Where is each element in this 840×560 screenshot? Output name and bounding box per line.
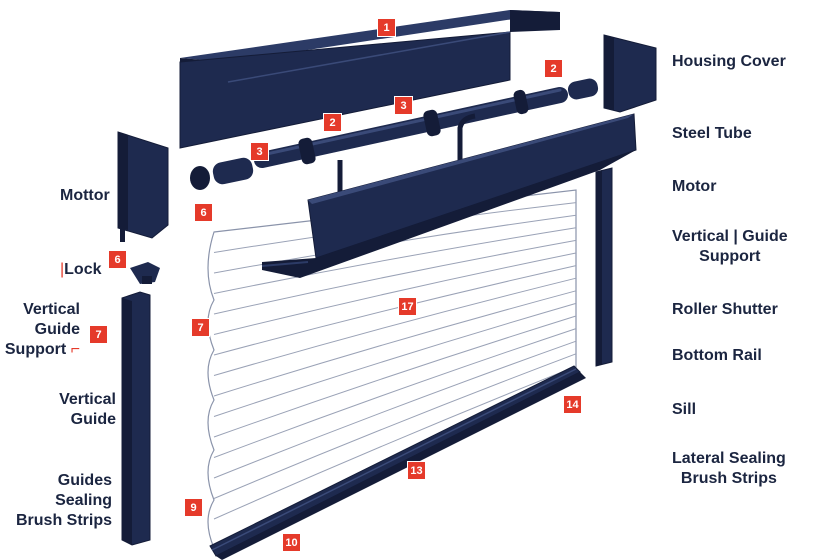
badge-7: 7 — [191, 318, 210, 337]
left-end-cap — [117, 131, 169, 242]
label-vertical-guide: Vertical Guide — [34, 390, 116, 430]
badge-10: 10 — [282, 533, 301, 552]
shutter-slat — [213, 239, 577, 315]
label-vgs-line1: Vertical — [23, 301, 80, 318]
label-motor: Motor — [672, 178, 717, 195]
label-steel-tube: Steel Tube — [672, 125, 752, 142]
housing-front-lid — [261, 113, 637, 278]
label-vg-line2: Guide — [70, 411, 116, 428]
badge-2: 2 — [323, 113, 342, 132]
badge-6: 6 — [108, 250, 127, 269]
label-lateral-sealing: Lateral Sealing Brush Strips — [672, 449, 786, 489]
vgs-marker: ⌐ — [70, 341, 80, 358]
badge-13: 13 — [407, 461, 426, 480]
label-gsbs-line1: Guides — [57, 472, 112, 489]
label-guides-sealing-brush-strips: Guides Sealing Brush Strips — [0, 471, 112, 531]
label-lock: |Lock — [60, 260, 102, 280]
label-lateral-sealing-line1: Lateral Sealing — [672, 450, 786, 467]
label-housing-cover: Housing Cover — [672, 53, 786, 70]
right-end-cap — [603, 34, 657, 113]
label-roller-shutter: Roller Shutter — [672, 301, 778, 318]
label-vgs-line3: Support ⌐ — [4, 341, 80, 358]
lock-part — [130, 262, 160, 284]
shutter-slat — [213, 340, 577, 479]
shutter-slat — [213, 227, 577, 294]
badge-6: 6 — [194, 203, 213, 222]
label-vg-line1: Vertical — [59, 391, 116, 408]
shutter-slat — [213, 252, 577, 335]
badge-3: 3 — [394, 96, 413, 115]
badge-3: 3 — [250, 142, 269, 161]
steel-tube — [190, 78, 599, 195]
shutter-slat — [213, 302, 577, 417]
label-gsbs-line3: Brush Strips — [15, 512, 112, 529]
badge-17: 17 — [398, 297, 417, 316]
label-sill: Sill — [672, 401, 697, 418]
right-vertical-guide — [595, 167, 613, 367]
shutter-slat — [213, 265, 577, 356]
label-vertical-guide-support-line1: Vertical | Guide — [672, 228, 788, 245]
badge-1: 1 — [377, 18, 396, 37]
shutter-slat — [213, 328, 577, 458]
label-vertical-guide-support-line2: Support — [699, 248, 761, 265]
badge-9: 9 — [184, 498, 203, 517]
badge-7: 7 — [89, 325, 108, 344]
shutter-slat — [213, 365, 577, 520]
shutter-slat — [213, 315, 577, 438]
label-mottor: Mottor — [60, 187, 110, 204]
sill — [216, 372, 586, 560]
lock-marker: | — [60, 261, 65, 278]
label-gsbs-line2: Sealing — [55, 492, 112, 509]
label-vertical-guide-support-left: Vertical Guide Support ⌐ — [0, 300, 80, 360]
label-bottom-rail: Bottom Rail — [672, 347, 762, 364]
badge-2: 2 — [544, 59, 563, 78]
label-vgs-line2: Guide — [34, 321, 80, 338]
shutter-slat — [213, 277, 577, 376]
badge-14: 14 — [563, 395, 582, 414]
label-lock-text: Lock — [64, 261, 102, 278]
shutter-slat — [213, 353, 577, 499]
label-vertical-guide-support: Vertical | Guide Support — [672, 227, 788, 267]
left-vertical-guide — [121, 291, 151, 546]
label-lateral-sealing-line2: Brush Strips — [680, 470, 777, 487]
shutter-slat — [213, 290, 577, 397]
housing-cover — [179, 10, 560, 149]
